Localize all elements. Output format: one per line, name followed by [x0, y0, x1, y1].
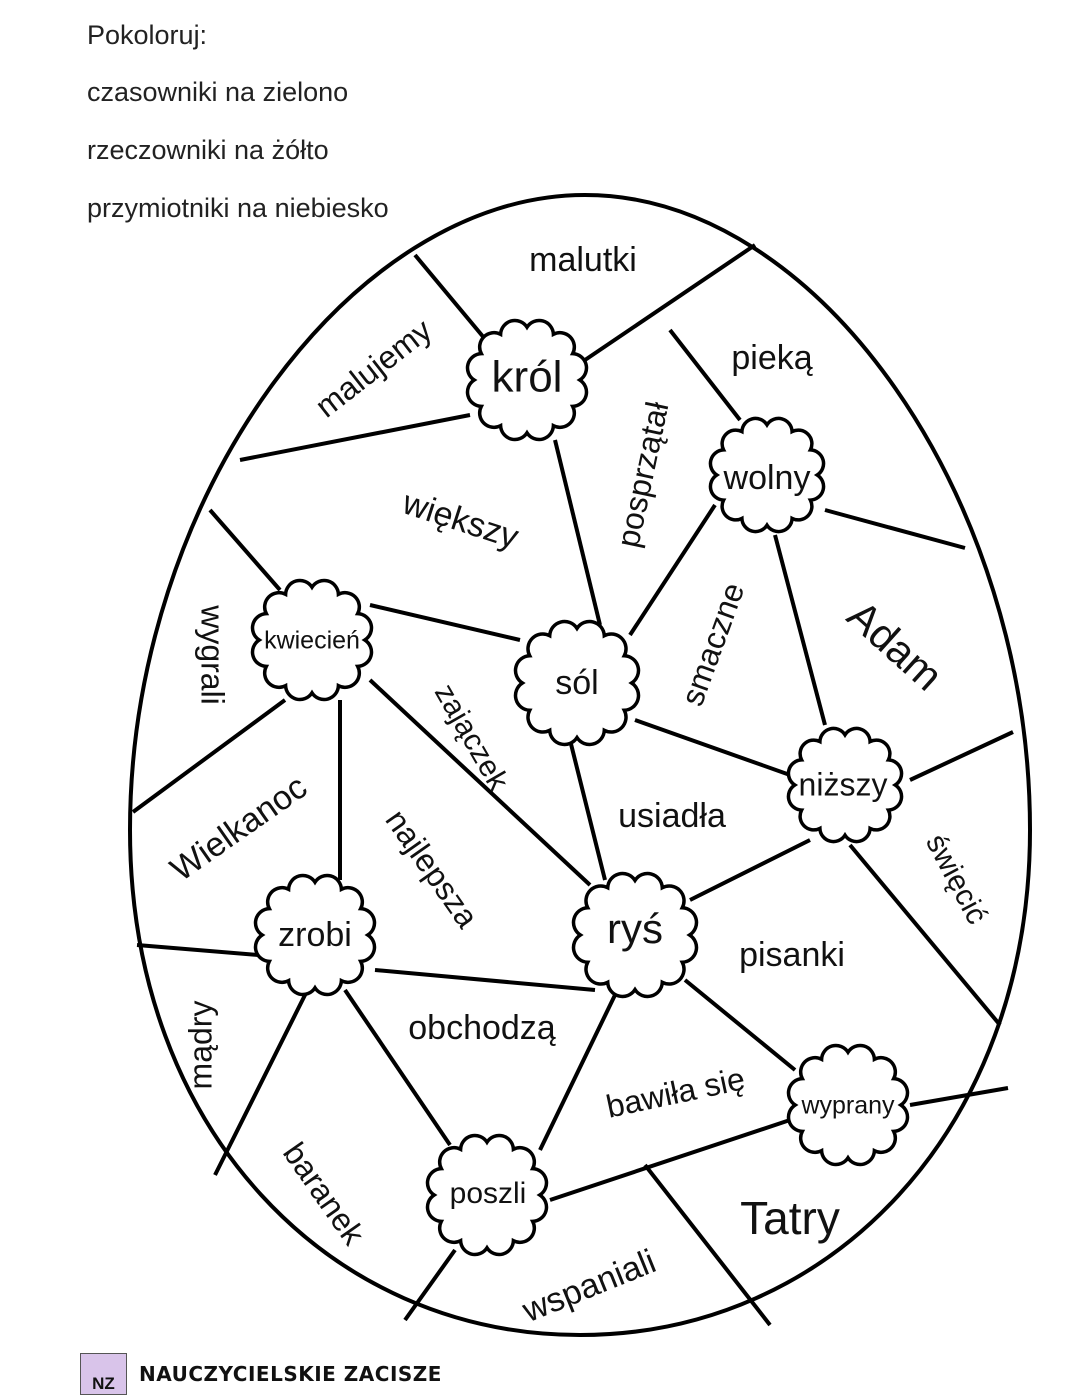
- divider-line: [848, 843, 1002, 1027]
- word-wolny[interactable]: wolny: [723, 459, 811, 497]
- cloud-shape[interactable]: [250, 578, 374, 702]
- divider-line: [683, 978, 797, 1072]
- cat-logo-icon: NZ: [80, 1353, 127, 1395]
- word-wyprany[interactable]: wyprany: [800, 1092, 895, 1120]
- divider-line: [213, 984, 312, 1176]
- divider-line: [773, 534, 827, 726]
- divider-line: [413, 253, 492, 347]
- divider-line: [403, 1248, 457, 1322]
- divider-line: [668, 328, 742, 422]
- word-wygrali[interactable]: wygrali: [195, 604, 231, 705]
- divider-line: [568, 739, 607, 881]
- divider-line: [643, 1163, 772, 1327]
- divider-line: [136, 943, 259, 957]
- egg-divider-lines: [131, 243, 1014, 1327]
- cloud-shape[interactable]: [465, 318, 589, 442]
- egg-clouds: [250, 318, 910, 1257]
- cloud-shape[interactable]: [708, 416, 826, 534]
- cloud-shape[interactable]: [786, 726, 904, 844]
- publisher-logo: NZ NAUCZYCIELSKIE ZACISZE: [80, 1353, 442, 1395]
- word-madry[interactable]: mądry: [182, 1001, 218, 1090]
- instruction-verbs: czasowniki na zielono: [87, 77, 349, 107]
- word-pieka[interactable]: pieką: [731, 339, 812, 377]
- divider-line: [909, 730, 1014, 782]
- divider-line: [549, 1118, 791, 1202]
- divider-line: [628, 503, 717, 637]
- logo-name: NAUCZYCIELSKIE ZACISZE: [139, 1362, 442, 1386]
- cloud-shape[interactable]: [253, 873, 377, 997]
- divider-line: [909, 1086, 1009, 1107]
- divider-line: [208, 508, 282, 592]
- word-krol[interactable]: król: [492, 353, 563, 402]
- instruction-nouns: rzeczowniki na żółto: [87, 135, 329, 165]
- divider-line: [368, 678, 592, 887]
- instruction-adjectives: przymiotniki na niebiesko: [87, 193, 389, 223]
- divider-line: [538, 994, 617, 1151]
- logo-mark: NZ: [92, 1374, 115, 1393]
- divider-line: [369, 603, 521, 642]
- word-usiadla[interactable]: usiadła: [618, 797, 726, 835]
- word-nizszy[interactable]: niższy: [799, 766, 888, 802]
- divider-line: [239, 413, 471, 462]
- cloud-shape[interactable]: [571, 871, 699, 999]
- cloud-shape[interactable]: [513, 619, 641, 747]
- word-pisanki[interactable]: pisanki: [739, 936, 845, 974]
- cloud-shape[interactable]: [425, 1133, 549, 1257]
- word-obchodza[interactable]: obchodzą: [408, 1009, 556, 1047]
- word-rys[interactable]: ryś: [607, 905, 663, 952]
- divider-line: [689, 838, 811, 902]
- divider-line: [583, 243, 757, 362]
- divider-line: [343, 988, 452, 1147]
- divider-line: [374, 968, 596, 992]
- divider-line: [634, 718, 791, 777]
- divider-line: [824, 508, 966, 550]
- word-malutki[interactable]: malutki: [529, 241, 637, 279]
- cloud-shape[interactable]: [786, 1043, 910, 1167]
- word-sol[interactable]: sól: [555, 664, 598, 702]
- divider-line: [553, 439, 602, 626]
- instruction-title: Pokoloruj:: [87, 20, 208, 50]
- word-kwiecien[interactable]: kwiecień: [264, 627, 360, 655]
- divider-line: [131, 698, 287, 814]
- word-poszli[interactable]: poszli: [450, 1177, 527, 1210]
- word-tatry[interactable]: Tatry: [740, 1192, 840, 1244]
- word-zrobi[interactable]: zrobi: [278, 916, 352, 954]
